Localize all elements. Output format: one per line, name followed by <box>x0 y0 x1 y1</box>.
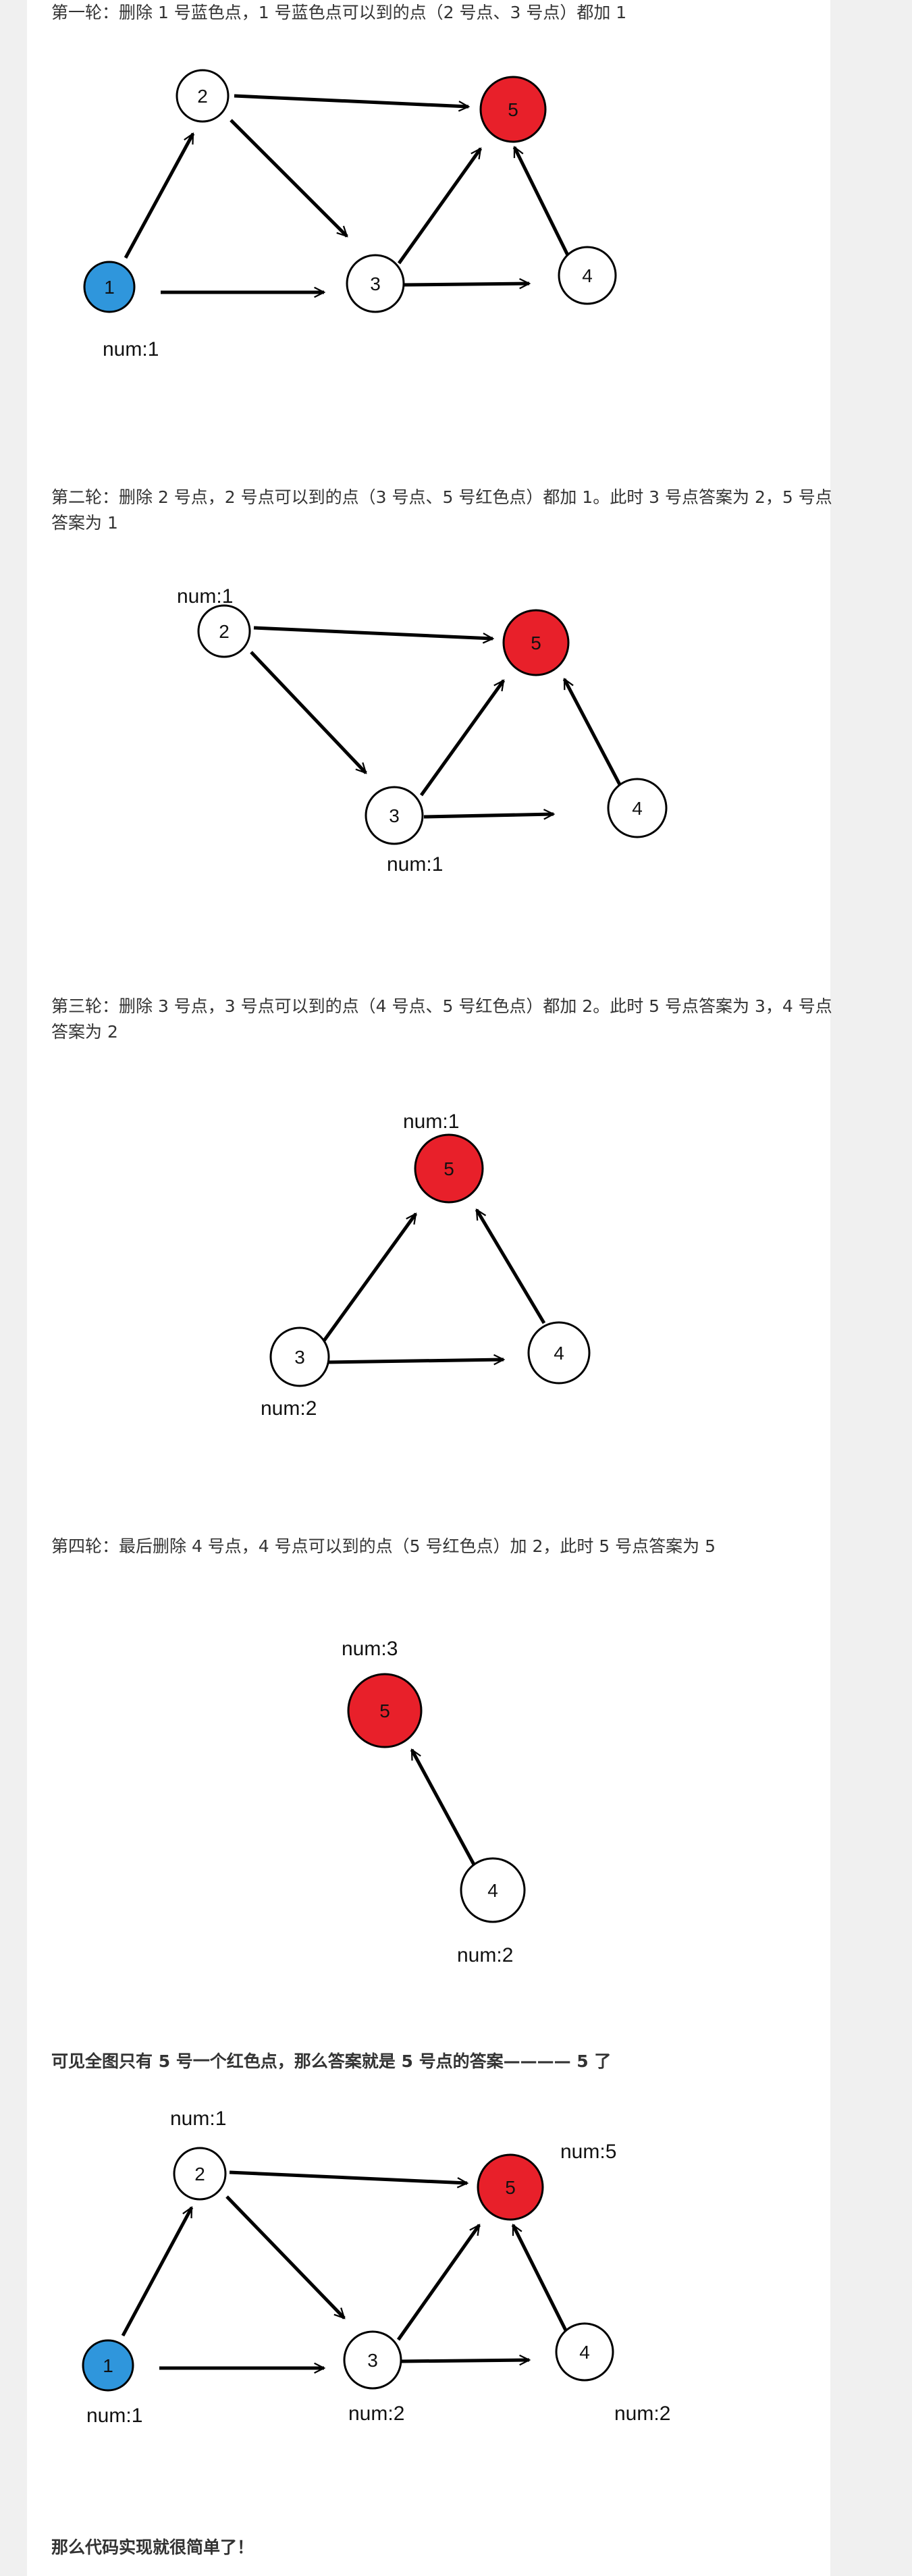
figure-round3: 3 4 5 num:1 num:2 <box>27 1106 830 1430</box>
ending-text: 那么代码实现就很简单了！ <box>51 2538 254 2557</box>
article-body: 第一轮：删除 1 号蓝色点，1 号蓝色点可以到的点（2 号点、3 号点）都加 1… <box>27 0 832 2576</box>
num-label-node5: num:1 <box>403 1110 459 1133</box>
node-4-label: 4 <box>582 265 593 286</box>
edge-4-5 <box>562 679 623 788</box>
node-5-label: 5 <box>379 1700 390 1721</box>
node-3-label: 3 <box>389 805 400 826</box>
num-label-node5: num:5 <box>560 2141 616 2163</box>
node-3: 3 <box>346 254 405 313</box>
node-3: 3 <box>269 1326 330 1387</box>
graph-diagram-2: 2 3 4 5 num:1 num:1 <box>177 585 668 876</box>
node-4-label: 4 <box>487 1880 498 1901</box>
edge-3-5 <box>396 2225 481 2341</box>
node-4-label: 4 <box>554 1343 564 1364</box>
figure-summary: 1 2 3 4 5 num:1 num:5 num:1 num:2 num:2 <box>27 2106 830 2430</box>
round2-text: 第二轮：删除 2 号点，2 号点可以到的点（3 号点、5 号红色点）都加 1。此… <box>51 487 832 533</box>
graph-diagram-5: 1 2 3 4 5 num:1 num:5 num:1 num:2 num:2 <box>82 2108 670 2427</box>
edge-2-5 <box>253 626 493 639</box>
node-5: 5 <box>477 2153 544 2221</box>
node-4: 4 <box>607 778 668 838</box>
node-5-label: 5 <box>531 633 541 653</box>
num-label-node4: num:2 <box>457 1944 513 1966</box>
num-label-node3: num:1 <box>387 853 443 876</box>
node-2-label: 2 <box>219 621 230 642</box>
edge-4-5 <box>410 1750 476 1866</box>
edge-3-4 <box>400 2360 529 2361</box>
node-2-label: 2 <box>197 86 208 107</box>
edge-4-5 <box>475 1210 546 1324</box>
node-2-label: 2 <box>194 2164 205 2184</box>
node-3-label: 3 <box>370 273 381 294</box>
node-5: 5 <box>479 76 547 143</box>
node-1: 1 <box>82 2339 134 2392</box>
node-1-label: 1 <box>103 2355 113 2376</box>
num-label-node5: num:3 <box>342 1638 398 1660</box>
node-2: 2 <box>197 604 251 658</box>
node-5-label: 5 <box>508 99 518 120</box>
node-5-label: 5 <box>505 2177 516 2198</box>
node-4: 4 <box>460 1857 526 1923</box>
num-label-node2: num:1 <box>170 2108 226 2130</box>
figure-round4: 4 5 num:3 num:2 <box>27 1634 830 1985</box>
edge-3-5 <box>322 1214 418 1342</box>
node-5-label: 5 <box>444 1158 454 1179</box>
node-3-label: 3 <box>294 1347 305 1368</box>
num-label-node3: num:2 <box>261 1397 317 1420</box>
edge-4-5 <box>511 2225 569 2334</box>
edge-3-5 <box>419 680 506 797</box>
edge-3-4 <box>326 1360 504 1362</box>
graph-diagram-4: 4 5 num:3 num:2 <box>342 1638 526 1966</box>
figure-round2: 2 3 4 5 num:1 num:1 <box>27 581 830 884</box>
edge-3-4 <box>401 284 529 285</box>
figure-round1: 1 2 3 4 5 num:1 <box>27 61 830 385</box>
node-1: 1 <box>83 261 136 313</box>
node-5: 5 <box>347 1673 423 1748</box>
graph-diagram-3: 3 4 5 num:1 num:2 <box>261 1110 591 1420</box>
round3-text: 第三轮：删除 3 号点，3 号点可以到的点（4 号点、5 号红色点）都加 2。此… <box>51 996 832 1042</box>
node-3: 3 <box>343 2330 402 2390</box>
graph-diagram-1: 1 2 3 4 5 num:1 <box>83 69 617 360</box>
node-4: 4 <box>527 1321 591 1385</box>
num-label-node1: num:1 <box>103 338 159 360</box>
edge-1-2 <box>121 2207 194 2337</box>
node-4-label: 4 <box>579 2342 590 2363</box>
node-4-label: 4 <box>632 798 643 819</box>
node-2: 2 <box>176 69 230 123</box>
node-3: 3 <box>365 786 424 845</box>
node-1-label: 1 <box>104 277 115 298</box>
num-label-node1: num:1 <box>86 2405 142 2427</box>
num-label-node4: num:2 <box>614 2403 670 2425</box>
edge-3-5 <box>397 149 483 265</box>
conclusion-text: 可见全图只有 5 号一个红色点，那么答案就是 5 号点的答案———— 5 了 <box>51 2051 612 2071</box>
edge-4-5 <box>512 147 570 258</box>
node-2: 2 <box>173 2147 227 2201</box>
edge-2-3 <box>230 119 347 236</box>
round4-text: 第四轮：最后删除 4 号点，4 号点可以到的点（5 号红色点）加 2，此时 5 … <box>51 1536 716 1556</box>
node-5: 5 <box>414 1133 484 1204</box>
edge-2-3 <box>225 2195 346 2318</box>
node-4: 4 <box>555 2322 614 2382</box>
round1-text: 第一轮：删除 1 号蓝色点，1 号蓝色点可以到的点（2 号点、3 号点）都加 1 <box>51 3 627 22</box>
edge-1-2 <box>124 134 195 259</box>
edge-2-5 <box>234 94 468 107</box>
node-5: 5 <box>502 609 570 676</box>
edge-2-3 <box>250 651 367 773</box>
edge-3-4 <box>423 814 554 817</box>
node-3-label: 3 <box>367 2350 378 2371</box>
num-label-node2: num:1 <box>177 585 233 608</box>
node-4: 4 <box>558 246 617 305</box>
edge-2-5 <box>229 2170 467 2183</box>
num-label-node3: num:2 <box>348 2403 404 2425</box>
